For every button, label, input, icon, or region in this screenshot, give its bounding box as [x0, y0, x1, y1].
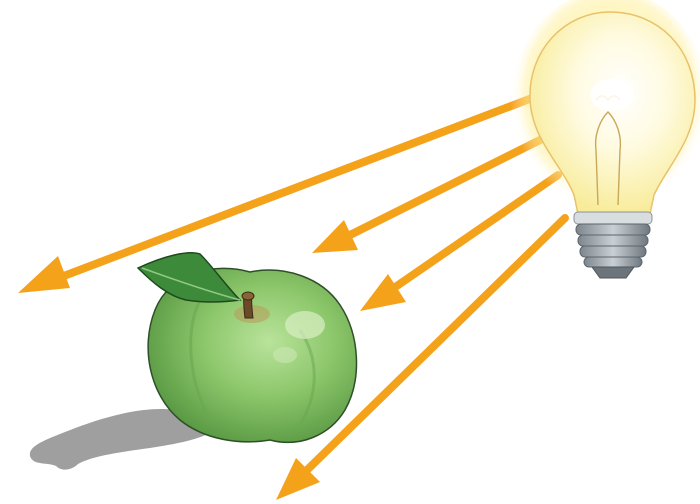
light-ray-1 — [44, 91, 544, 286]
apple-highlight-2 — [273, 347, 297, 363]
apple-shading-lobe-2 — [298, 329, 316, 426]
light-ray-3-arrowhead — [360, 274, 406, 311]
bulb-neck — [573, 211, 653, 225]
bulb-base-thread-4 — [583, 256, 643, 268]
green-apple — [136, 252, 358, 444]
bulb-base-thread-3 — [579, 245, 647, 258]
bulb-base-thread-1 — [575, 223, 651, 236]
apple-shading-lobe — [189, 299, 212, 421]
apple-leaf — [136, 252, 242, 303]
light-ray-2 — [336, 131, 554, 244]
apple-leaf-vein — [141, 267, 241, 301]
apple-highlight — [285, 311, 325, 339]
apple-shadow — [29, 409, 215, 470]
light-ray-2-arrowhead — [312, 220, 358, 253]
bulb-highlight — [590, 79, 634, 111]
light-ray-1-arrowhead — [18, 256, 70, 293]
light-ray-3 — [384, 171, 562, 296]
light-ray-4 — [301, 214, 569, 476]
bulb-filament — [594, 111, 622, 206]
light-ray-4-arrowhead — [276, 458, 320, 500]
bulb-base-thread-2 — [577, 234, 649, 247]
apple-stem-tip — [241, 291, 255, 301]
light-rays — [18, 91, 569, 500]
bulb-base-tip — [591, 266, 635, 279]
light-bulb — [529, 11, 696, 279]
